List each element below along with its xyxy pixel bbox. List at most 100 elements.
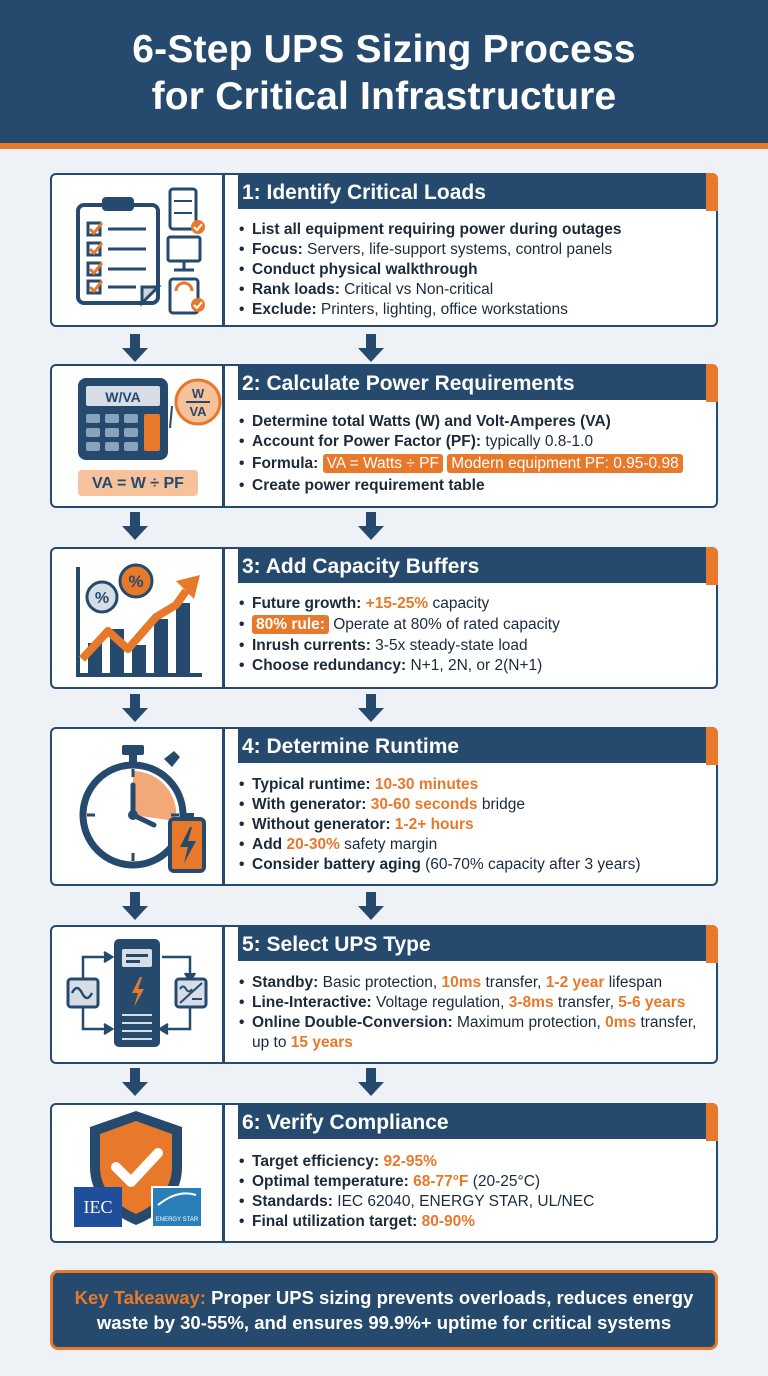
key-takeaway-box: Key Takeaway: Proper UPS sizing prevents… (50, 1270, 718, 1350)
circle-bottom-text: VA (189, 404, 207, 419)
flow-arrow-down-icon (122, 512, 148, 540)
title-line-2: for Critical Infrastructure (151, 75, 617, 118)
step-1-title-bar (238, 175, 706, 209)
flow-arrow-down-icon (122, 334, 148, 362)
flow-arrow-down-icon (358, 334, 384, 362)
step-2-list: Determine total Watts (W) and Volt-Amper… (238, 412, 708, 496)
percent-icon: % % (85, 563, 154, 614)
list-item: Future growth: +15-25% capacity (238, 594, 708, 614)
list-item: Typical runtime: 10-30 minutes (238, 775, 708, 795)
header-banner (0, 0, 768, 143)
svg-text:%: % (95, 590, 109, 607)
flow-arrow-down-icon (122, 892, 148, 920)
list-item: Line-Interactive: Voltage regulation, 3-… (238, 993, 708, 1013)
flow-arrow-down-icon (358, 892, 384, 920)
ac-dc-converter-icon (174, 977, 208, 1009)
step-1-title: 1: Identify Critical Loads (242, 181, 486, 204)
control-panel-icon (168, 277, 205, 315)
flow-arrow-down-icon (358, 512, 384, 540)
step-6-list: Target efficiency: 92-95% Optimal temper… (238, 1152, 708, 1232)
step-4-title-bar (238, 729, 706, 763)
formula-box-text: VA = W ÷ PF (92, 475, 184, 492)
iec-logo-icon: IEC (74, 1187, 122, 1227)
list-item: Consider battery aging (60-70% capacity … (238, 855, 708, 875)
step-3-title-accent (706, 547, 718, 585)
clipboard-checklist-icon (76, 197, 162, 307)
list-item: Optimal temperature: 68-77°F (20-25°C) (238, 1172, 708, 1192)
step-5-title-accent (706, 925, 718, 963)
ups-unit-icon (114, 939, 160, 1047)
monitor-icon (166, 235, 202, 272)
formula-pill: VA = Watts ÷ PF (322, 454, 443, 473)
step-2-title-bar (238, 366, 706, 400)
list-item: With generator: 30-60 seconds bridge (238, 795, 708, 815)
step-5-icon-area (52, 927, 222, 1062)
step-5-card: 5: Select UPS Type Standby: Basic protec… (50, 925, 718, 1064)
battery-icon (168, 813, 206, 873)
step-3-icon-area: % % (52, 549, 222, 687)
header-accent-line (0, 143, 768, 149)
energy-star-logo-text: ENERGY STAR (156, 1217, 199, 1223)
list-item: Inrush currents: 3-5x steady-state load (238, 636, 708, 656)
list-item: Conduct physical walkthrough (238, 260, 708, 280)
step-1-icon-area (52, 175, 222, 325)
step-4-icon-area (52, 729, 222, 884)
list-item: 80% rule: Operate at 80% of rated capaci… (238, 614, 708, 636)
list-item: Rank loads: Critical vs Non-critical (238, 280, 708, 300)
server-rack-icon (168, 187, 205, 234)
step-4-divider (222, 729, 225, 884)
step-1-divider (222, 175, 225, 325)
step-6-icon-area: IEC ENERGY STAR (52, 1105, 222, 1241)
step-6-title: 6: Verify Compliance (242, 1111, 449, 1134)
watts-over-va-icon: W VA (174, 378, 222, 426)
list-item: Determine total Watts (W) and Volt-Amper… (238, 412, 708, 432)
list-item: Standards: IEC 62040, ENERGY STAR, UL/NE… (238, 1192, 708, 1212)
list-item: Formula: VA = Watts ÷ PF Modern equipmen… (238, 452, 708, 476)
step-4-title-accent (706, 727, 718, 765)
list-item: Exclude: Printers, lighting, office work… (238, 300, 708, 320)
step-5-title-bar (238, 927, 706, 961)
step-3-card: % % 3: Add Capacity Buffers Future growt… (50, 547, 718, 689)
step-3-title-bar (238, 549, 706, 583)
step-6-card: IEC ENERGY STAR 6: Verify Compliance Tar… (50, 1103, 718, 1243)
list-item: Focus: Servers, life-support systems, co… (238, 240, 708, 260)
step-3-divider (222, 549, 225, 687)
step-6-divider (222, 1105, 225, 1241)
page-title: 6-Step UPS Sizing Process for Critical I… (0, 26, 768, 120)
key-takeaway-text: Key Takeaway: Proper UPS sizing prevents… (74, 1287, 694, 1333)
list-item: Standby: Basic protection, 10ms transfer… (238, 973, 708, 993)
flow-arrow-down-icon (122, 1068, 148, 1096)
list-item: Final utilization target: 80-90% (238, 1212, 708, 1232)
step-4-card: 4: Determine Runtime Typical runtime: 10… (50, 727, 718, 886)
list-item: Add 20-30% safety margin (238, 835, 708, 855)
step-4-title: 4: Determine Runtime (242, 735, 460, 758)
title-line-1: 6-Step UPS Sizing Process (132, 28, 636, 71)
ac-wave-icon (66, 977, 100, 1009)
list-item: List all equipment requiring power durin… (238, 220, 708, 240)
list-item: Online Double-Conversion: Maximum protec… (238, 1013, 708, 1053)
step-6-title-accent (706, 1103, 718, 1141)
pf-pill: Modern equipment PF: 0.95-0.98 (447, 454, 683, 473)
rule-pill: 80% rule: (252, 615, 329, 634)
step-2-icon-area: W/VA W VA VA = W ÷ PF (52, 366, 222, 506)
key-takeaway-label: Key Takeaway: (74, 1287, 206, 1308)
list-item: Target efficiency: 92-95% (238, 1152, 708, 1172)
list-item: Choose redundancy: N+1, 2N, or 2(N+1) (238, 656, 708, 676)
svg-text:%: % (128, 572, 143, 591)
step-3-list: Future growth: +15-25% capacity 80% rule… (238, 594, 708, 676)
iec-logo-text: IEC (84, 1197, 113, 1217)
step-5-divider (222, 927, 225, 1062)
step-1-card: 1: Identify Critical Loads List all equi… (50, 173, 718, 327)
list-item: Account for Power Factor (PF): typically… (238, 432, 708, 452)
energy-star-logo-icon: ENERGY STAR (151, 1186, 203, 1228)
step-5-list: Standby: Basic protection, 10ms transfer… (238, 973, 708, 1053)
step-1-title-accent (706, 173, 718, 211)
calculator-display-text: W/VA (105, 389, 141, 405)
step-5-title: 5: Select UPS Type (242, 933, 431, 956)
circle-top-text: W (192, 386, 205, 401)
step-1-list: List all equipment requiring power durin… (238, 220, 708, 320)
list-item: Create power requirement table (238, 476, 708, 496)
step-6-title-bar (238, 1105, 706, 1139)
step-2-card: W/VA W VA VA = W ÷ PF 2: Calculate Power… (50, 364, 718, 508)
step-2-divider (222, 366, 225, 506)
